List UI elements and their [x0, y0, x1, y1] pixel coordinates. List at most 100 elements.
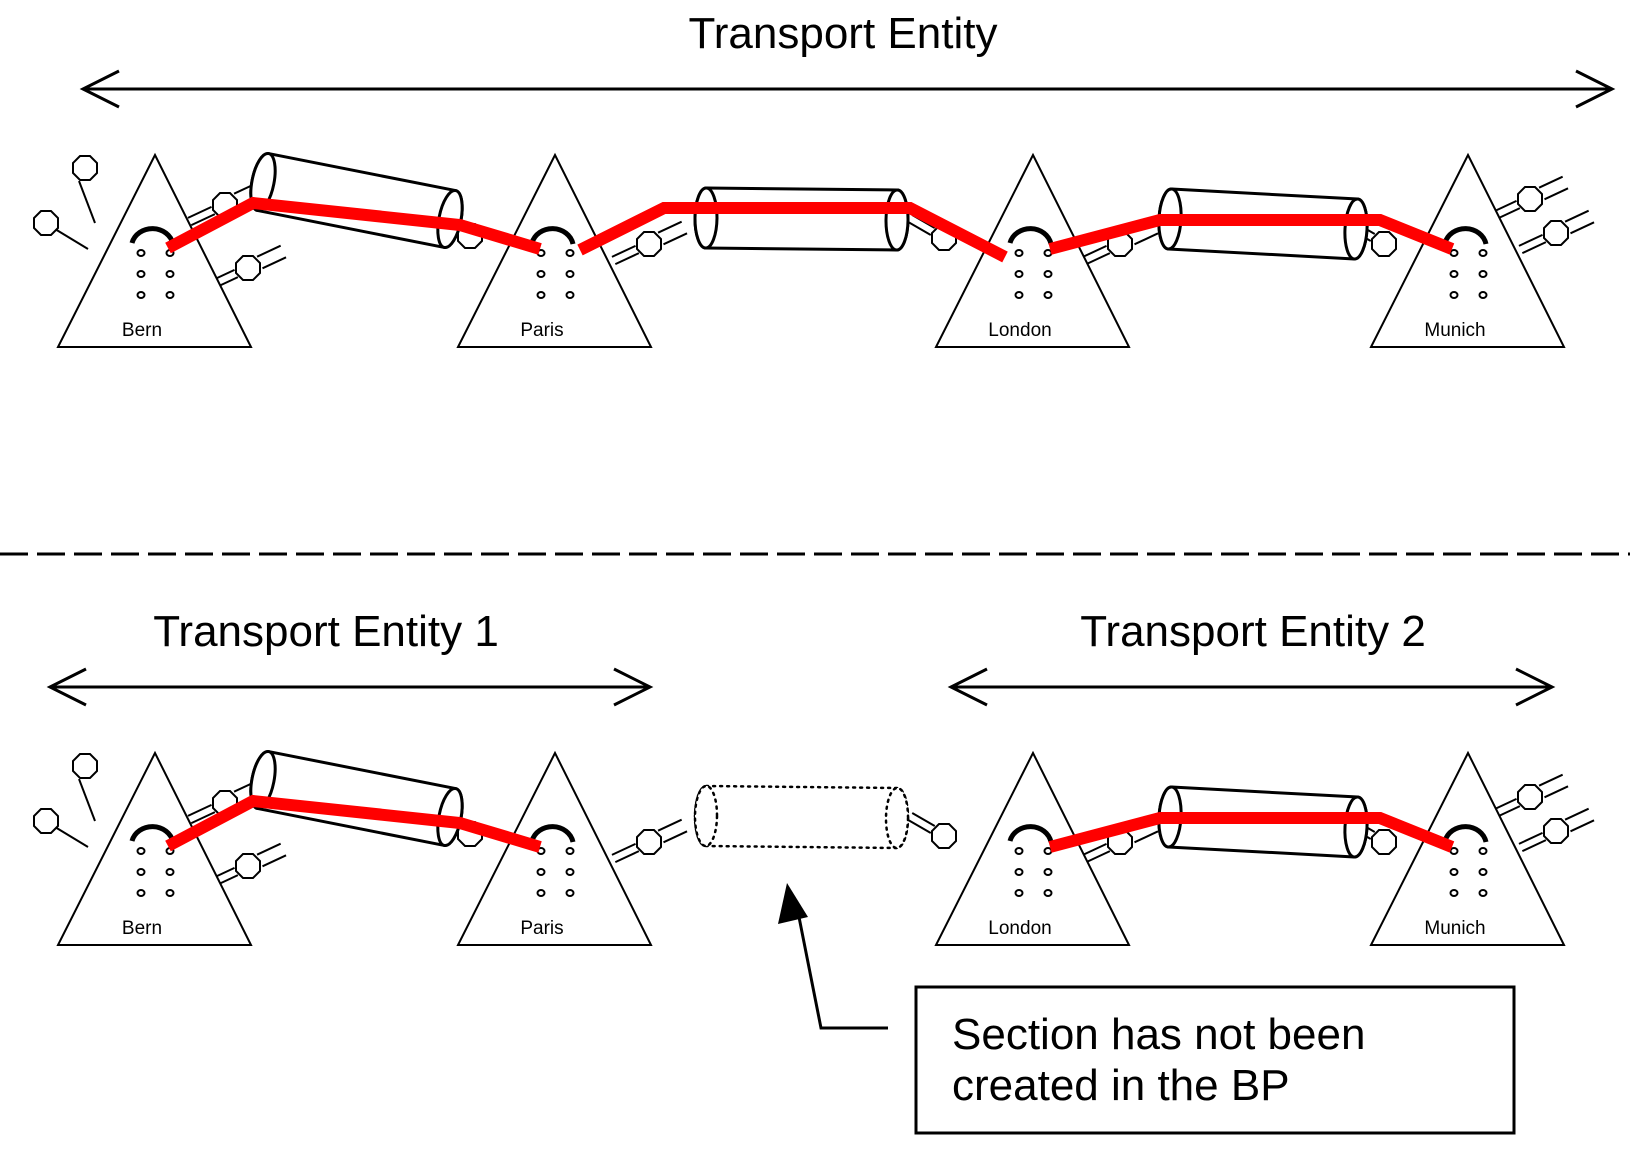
stub-line: [1495, 207, 1521, 221]
transport-path-segment: [1048, 214, 1455, 255]
transport-path-segment: [165, 794, 542, 853]
node-paris: Paris: [456, 152, 653, 348]
connection-arc-icon: [129, 824, 176, 843]
port-hole-icon: [1043, 270, 1053, 278]
stub-line: [1492, 199, 1517, 213]
client-port-icon: [72, 753, 98, 779]
port-hole-icon: [1449, 249, 1459, 257]
port-connector: [1518, 807, 1595, 853]
network-element-triangle: [1369, 152, 1566, 348]
connection-arc-icon: [1007, 824, 1054, 843]
cylinder-end: [693, 784, 719, 848]
node-munich: Munich: [1369, 750, 1595, 946]
stub-line: [614, 850, 640, 864]
node-london: London: [934, 152, 1131, 348]
stub-line: [1134, 830, 1159, 844]
transport-path: [165, 794, 1455, 853]
port-hole-icon: [1478, 249, 1488, 257]
port-connector: [1492, 773, 1569, 819]
node-label: Munich: [1424, 320, 1485, 341]
port-hole-icon: [1014, 889, 1024, 897]
stub-line: [1544, 187, 1569, 201]
stub-line: [1570, 819, 1595, 833]
stub-line: [256, 842, 282, 856]
client-port-icon: [33, 808, 59, 834]
stub-line: [611, 244, 636, 258]
port-hole-icon: [136, 270, 146, 278]
port-hole-icon: [1449, 270, 1459, 278]
callout: Section has not been created in the BP: [778, 883, 1516, 1135]
stub-line: [1521, 839, 1547, 853]
stub-line: [262, 256, 287, 270]
node-munich: Munich: [1369, 152, 1595, 348]
port-hole-icon: [1014, 868, 1024, 876]
cylinder-body: [693, 186, 910, 252]
stub-line: [657, 818, 683, 832]
sections: [249, 749, 1369, 859]
stub-line: [1564, 807, 1590, 821]
cylinder-end: [884, 188, 910, 252]
node-label: Bern: [122, 320, 162, 341]
transport-path-segment: [577, 202, 1008, 263]
network-element-triangle: [1369, 750, 1566, 946]
stub-line: [911, 812, 936, 827]
cylinder-end: [249, 151, 277, 213]
stub-line: [1544, 785, 1569, 799]
stub-line: [1082, 842, 1107, 856]
port-connector: [1518, 209, 1595, 255]
port-hole-icon: [136, 889, 146, 897]
arrowhead-left-icon: [46, 667, 87, 707]
port-icon: [1517, 186, 1543, 212]
port-hole-icon: [536, 270, 546, 278]
arrowhead-right-icon: [1515, 667, 1556, 707]
port-icon: [636, 231, 662, 257]
port-hole-icon: [136, 249, 146, 257]
port-hole-icon: [1449, 868, 1459, 876]
port-connector: [611, 220, 688, 266]
port-icon: [1543, 818, 1569, 844]
node-label: Munich: [1424, 918, 1485, 939]
stub-line: [190, 811, 216, 825]
stub-line: [78, 778, 96, 822]
port-hole-icon: [136, 847, 146, 855]
port-connector: [907, 812, 957, 849]
port-connector: [210, 842, 287, 888]
stub-line: [907, 819, 932, 834]
stub-line: [1495, 805, 1521, 819]
stub-line: [54, 228, 89, 250]
port-hole-icon: [1449, 291, 1459, 299]
top-entity-title: Transport Entity: [689, 9, 998, 58]
port-icon: [235, 255, 261, 281]
client-port-icon: [72, 155, 98, 181]
port-hole-icon: [165, 889, 175, 897]
port-hole-icon: [536, 889, 546, 897]
cylinder-end: [249, 749, 277, 811]
bottom-panel: Transport Entity 1 Transport Entity 2 Be…: [33, 607, 1595, 1135]
port-hole-icon: [165, 270, 175, 278]
connection-arc-icon: [1442, 226, 1489, 245]
node-label: Paris: [520, 320, 563, 341]
port-hole-icon: [1014, 249, 1024, 257]
network-element-triangle: [56, 750, 253, 946]
cylinder-end: [693, 186, 719, 250]
node-paris: Paris: [456, 750, 653, 946]
port-hole-icon: [1478, 847, 1488, 855]
port-hole-icon: [1014, 847, 1024, 855]
port-hole-icon: [1043, 889, 1053, 897]
node-label: London: [988, 918, 1051, 939]
entity-1-title: Transport Entity 1: [153, 607, 499, 656]
port-hole-icon: [1449, 847, 1459, 855]
stub-line: [1085, 252, 1111, 266]
callout-line-2: created in the BP: [952, 1061, 1290, 1110]
transport-path-segment: [1048, 812, 1455, 853]
port-hole-icon: [1043, 847, 1053, 855]
cylinder-end: [884, 786, 910, 850]
port-icon: [1517, 784, 1543, 810]
port-hole-icon: [1478, 868, 1488, 876]
port-icon: [1543, 220, 1569, 246]
callout-box: [914, 985, 1516, 1135]
